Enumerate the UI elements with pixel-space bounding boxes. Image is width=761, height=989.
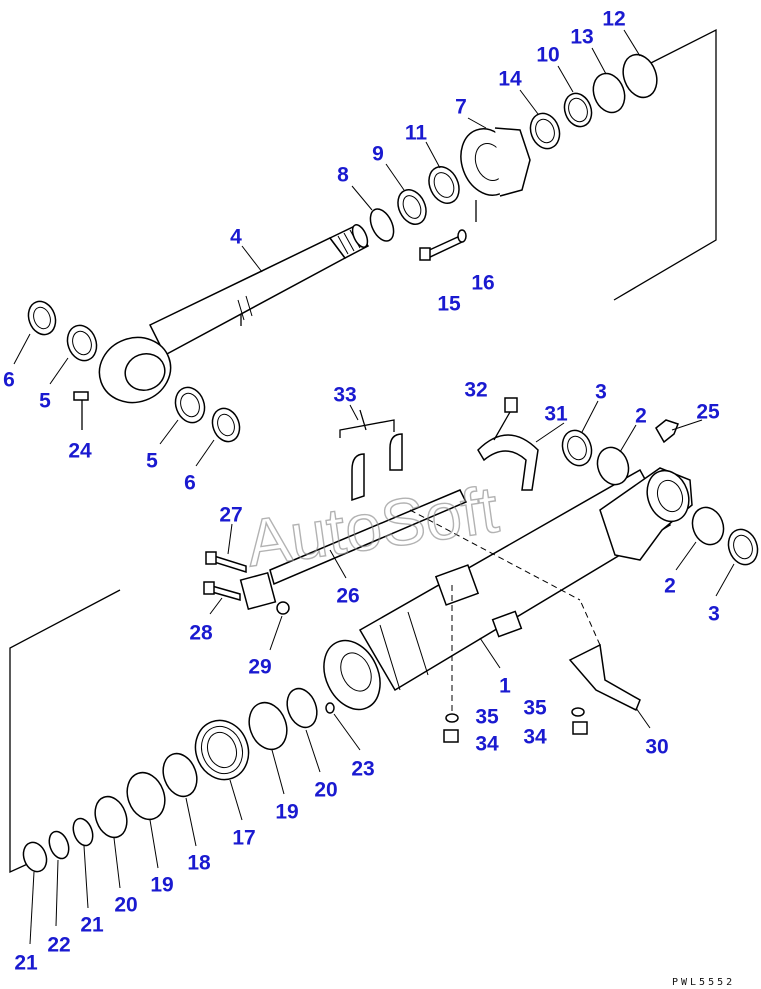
callout-c-7: 7 <box>455 96 467 119</box>
seal-11 <box>428 166 460 204</box>
callout-c-20a: 20 <box>314 779 337 802</box>
bushing-5-upper <box>66 324 98 362</box>
callout-c-20b: 20 <box>114 894 137 917</box>
callout-c-26: 26 <box>336 585 359 608</box>
callout-c-8: 8 <box>337 164 349 187</box>
callout-c-35b: 35 <box>523 697 547 720</box>
callout-c-3a: 3 <box>595 381 607 404</box>
bushing-3-upper <box>561 429 593 467</box>
bushing-2-lower <box>691 506 725 546</box>
bushing-9 <box>397 189 427 225</box>
callout-c-27: 27 <box>219 504 242 527</box>
wear-ring-19-lower <box>126 771 166 821</box>
flange-27 <box>239 571 277 611</box>
hose-33 <box>339 409 403 502</box>
grease-fitting-24 <box>73 391 89 430</box>
callout-c-2a: 2 <box>635 405 647 428</box>
callout-c-10: 10 <box>536 44 559 67</box>
seal-18 <box>162 752 198 798</box>
bushing-3-lower <box>727 528 759 566</box>
watermark-text: AutoSoft <box>242 472 503 581</box>
callout-c-19b: 19 <box>150 874 173 897</box>
piston-rod <box>98 224 370 404</box>
ring-20-upper <box>286 687 318 729</box>
callout-c-16: 16 <box>471 272 494 295</box>
cylinder-tube <box>323 467 693 711</box>
bolt-15 <box>419 234 463 261</box>
tube-26 <box>269 489 581 601</box>
bushing-5-lower <box>174 386 206 424</box>
callout-c-21b: 21 <box>14 952 38 975</box>
callout-c-23: 23 <box>351 758 374 781</box>
grease-fitting-25 <box>655 419 679 444</box>
dust-seal-6-lower <box>211 407 241 443</box>
callout-c-11: 11 <box>405 122 428 145</box>
bracket-30 <box>568 599 641 712</box>
ring-21-end <box>22 841 48 873</box>
leader-lines <box>13 29 735 945</box>
bolt-28 <box>203 581 241 601</box>
callout-c-29: 29 <box>248 656 271 679</box>
piston-17 <box>194 719 250 781</box>
callout-c-25: 25 <box>696 401 720 424</box>
ring-21-mid <box>72 817 94 847</box>
o-ring-29 <box>276 601 290 615</box>
callout-c-18: 18 <box>187 852 211 875</box>
nut-23 <box>325 702 335 714</box>
callout-c-22: 22 <box>47 934 70 957</box>
callout-c-34b: 34 <box>523 726 547 749</box>
callout-c-4: 4 <box>230 226 242 249</box>
callout-c-12a: 12 <box>602 8 625 31</box>
bolt-32 <box>493 397 518 441</box>
callout-c-33: 33 <box>333 384 356 407</box>
lower-frame-lines <box>9 589 121 874</box>
callout-c-30: 30 <box>645 736 668 759</box>
callout-c-24: 24 <box>68 440 92 463</box>
snap-ring-8 <box>369 208 395 242</box>
cylinder-head-7 <box>460 127 531 222</box>
washer-35 <box>445 707 585 723</box>
callout-c-14: 14 <box>498 68 522 91</box>
callout-c-6b: 6 <box>184 472 196 495</box>
callout-c-19a: 19 <box>275 801 298 824</box>
callout-c-21a: 21 <box>80 914 104 937</box>
wear-ring-19-upper <box>248 701 288 751</box>
ring-13 <box>592 72 626 114</box>
callout-c-34a: 34 <box>475 733 499 756</box>
callout-c-3b: 3 <box>708 603 720 626</box>
washer-16 <box>457 229 467 243</box>
clamp-31 <box>477 434 539 491</box>
bolt-27 <box>205 551 247 574</box>
callout-c-9: 9 <box>372 143 384 166</box>
callout-c-13: 13 <box>570 26 593 49</box>
ring-14 <box>529 112 561 150</box>
callout-c-1: 1 <box>499 675 511 698</box>
callout-c-17: 17 <box>232 827 255 850</box>
callout-c-6a: 6 <box>3 369 15 392</box>
bushing-2-upper <box>596 446 630 486</box>
callout-c-28: 28 <box>189 622 213 645</box>
o-ring-12 <box>622 53 658 99</box>
callout-c-15: 15 <box>437 293 461 316</box>
callout-c-31: 31 <box>544 403 568 426</box>
drawing-reference-code: PWL5552 <box>672 977 735 988</box>
ring-22 <box>48 830 70 860</box>
callout-c-32: 32 <box>464 379 487 402</box>
callout-c-2b: 2 <box>664 575 676 598</box>
callout-c-5a: 5 <box>39 390 51 413</box>
bushing-10 <box>563 92 593 128</box>
callout-c-5b: 5 <box>146 450 158 473</box>
dust-seal-6-upper <box>27 300 57 336</box>
callout-c-35a: 35 <box>475 706 499 729</box>
ring-20-lower <box>94 795 128 839</box>
nut-34 <box>443 721 588 743</box>
